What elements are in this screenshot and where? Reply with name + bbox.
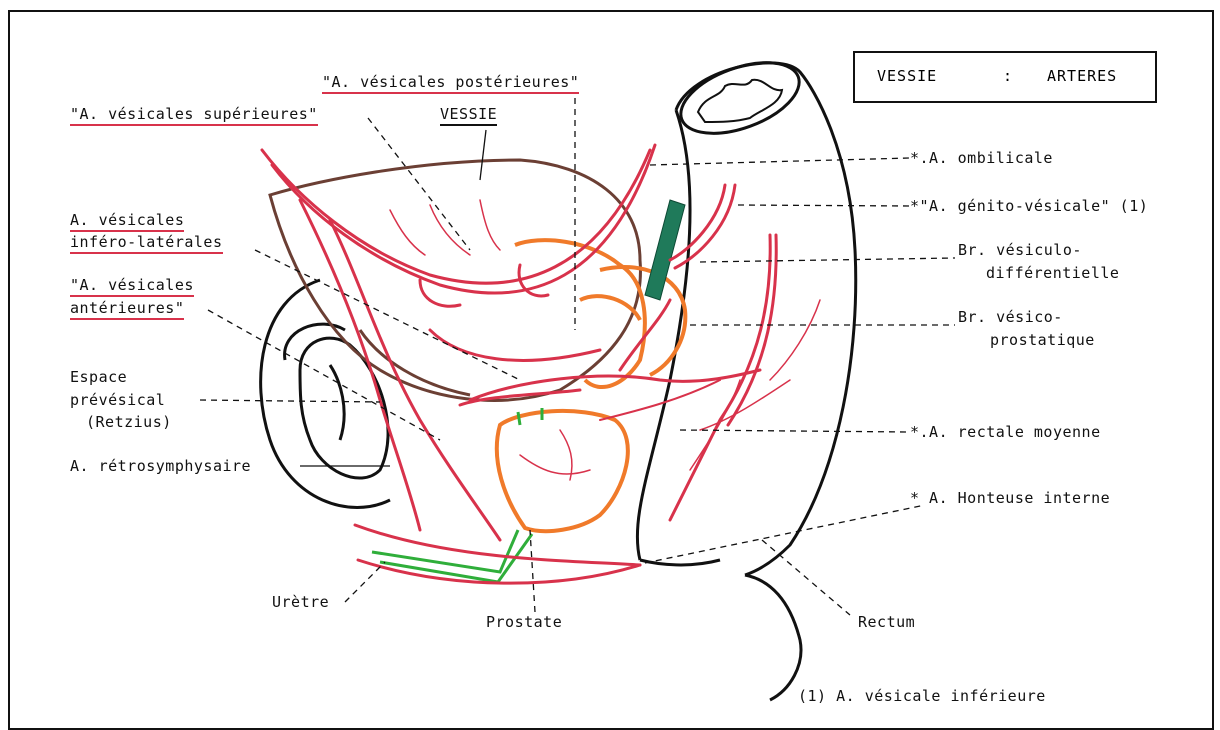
label-vesico-2: prostatique xyxy=(990,330,1095,350)
title-left: VESSIE xyxy=(877,67,937,85)
label-infero-lat-1: A. vésicales xyxy=(70,210,184,232)
title-right: ARTERES xyxy=(1047,67,1117,85)
label-anterieures-2: antérieures" xyxy=(70,298,184,320)
label-retrosymphysaire: A. rétrosymphysaire xyxy=(70,456,251,476)
label-infero-lat-2: inféro-latérales xyxy=(70,232,223,254)
title-separator: : xyxy=(1003,67,1013,85)
footnote: (1) A. vésicale inférieure xyxy=(798,686,1046,706)
title-box: VESSIE : ARTERES xyxy=(853,51,1157,103)
label-vesiculo-1: Br. vésiculo- xyxy=(958,240,1082,260)
label-vessie: VESSIE xyxy=(440,104,497,126)
label-vesico-1: Br. vésico- xyxy=(958,307,1063,327)
artery-network xyxy=(262,145,820,583)
label-vesicales-posterieures: "A. vésicales postérieures" xyxy=(322,72,579,94)
label-prostate: Prostate xyxy=(486,612,562,632)
instrument-probe xyxy=(645,200,685,300)
label-espace-2: prévésical xyxy=(70,390,165,410)
label-espace-3: (Retzius) xyxy=(86,412,172,432)
label-vesiculo-2: différentielle xyxy=(986,263,1119,283)
label-genito-vesicale: *"A. génito-vésicale" (1) xyxy=(910,196,1148,216)
label-anterieures-1: "A. vésicales xyxy=(70,275,194,297)
label-ombilicale: *.A. ombilicale xyxy=(910,148,1053,168)
label-rectale: *.A. rectale moyenne xyxy=(910,422,1101,442)
label-uretre: Urètre xyxy=(272,592,329,612)
leader-lines xyxy=(200,98,955,615)
label-honteuse: * A. Honteuse interne xyxy=(910,488,1110,508)
label-vesicales-superieures: "A. vésicales supérieures" xyxy=(70,104,318,126)
label-espace-1: Espace xyxy=(70,367,127,387)
label-rectum: Rectum xyxy=(858,612,915,632)
